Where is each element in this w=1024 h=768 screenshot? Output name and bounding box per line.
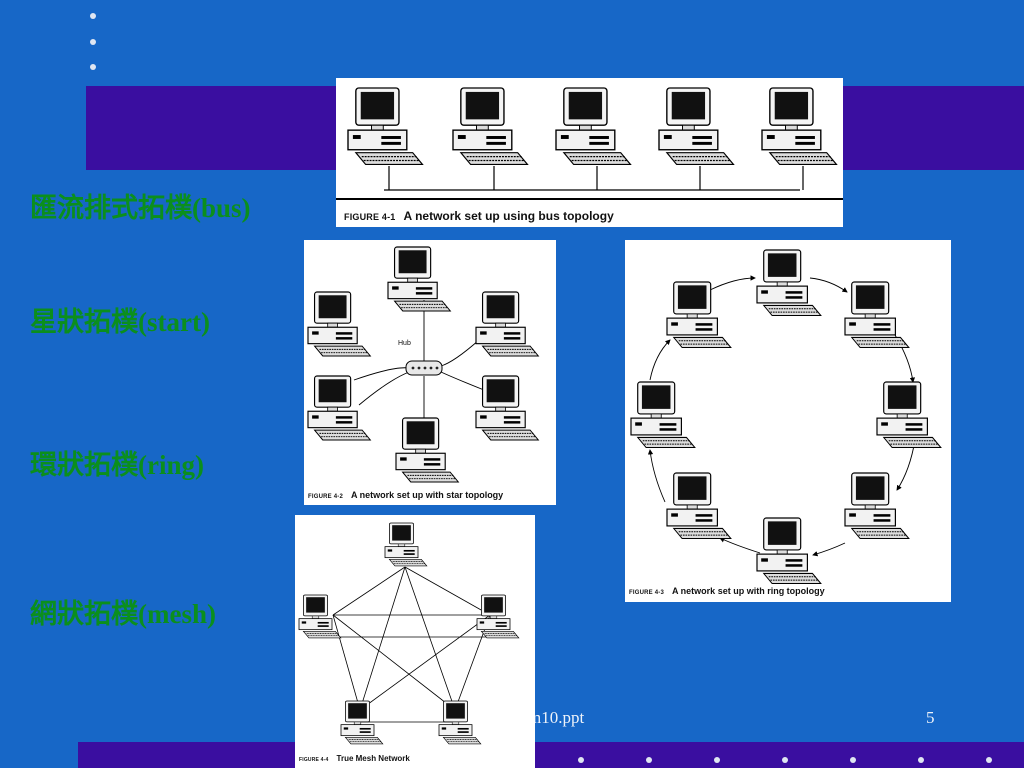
computer-icon <box>876 381 942 449</box>
computer-icon <box>438 700 482 745</box>
bullet-dot <box>850 757 856 763</box>
bus-figure-number: FIGURE 4-1 <box>344 212 396 222</box>
computer-icon <box>666 472 732 540</box>
computer-icon <box>307 375 372 441</box>
bullet-dot <box>782 757 788 763</box>
computer-icon <box>756 249 822 317</box>
computer-icon <box>476 594 520 639</box>
footer-band <box>78 742 1024 768</box>
label-star: 星狀拓樸(start) <box>30 307 210 337</box>
label-ring: 環狀拓樸(ring) <box>30 450 204 480</box>
computer-icon <box>666 281 732 349</box>
computer-icon <box>395 417 460 483</box>
mesh-topology-figure: FIGURE 4-4 True Mesh Network <box>295 515 535 768</box>
hub-label: Hub <box>398 340 411 347</box>
ring-caption: FIGURE 4-3 A network set up with ring top… <box>629 586 825 596</box>
bullet-dot <box>918 757 924 763</box>
mesh-caption: FIGURE 4-4 True Mesh Network <box>299 754 410 763</box>
ring-diagram <box>630 249 942 585</box>
mesh-figure-number: FIGURE 4-4 <box>299 757 329 763</box>
bullet-dot <box>90 64 96 70</box>
computer-icon <box>630 381 696 449</box>
computer-icon <box>452 87 529 166</box>
bus-diagram <box>336 87 843 200</box>
bullet-dot <box>986 757 992 763</box>
computer-icon <box>387 246 452 312</box>
label-bus: 匯流排式拓樸(bus) <box>30 193 251 223</box>
computer-icon <box>658 87 735 166</box>
label-mesh: 網狀拓樸(mesh) <box>30 599 216 629</box>
bullet-dot <box>90 13 96 19</box>
bus-caption: FIGURE 4-1 A network set up using bus top… <box>344 209 614 223</box>
bullet-dot <box>646 757 652 763</box>
ring-topology-figure: FIGURE 4-3 A network set up with ring top… <box>625 240 951 602</box>
star-caption: FIGURE 4-2 A network set up with star top… <box>308 490 503 500</box>
star-topology-figure: Hub FIGURE 4-2 A network set up with star… <box>304 240 556 505</box>
computer-icon <box>844 281 910 349</box>
star-figure-number: FIGURE 4-2 <box>308 494 344 500</box>
star-diagram <box>307 246 540 483</box>
ring-figure-number: FIGURE 4-3 <box>629 590 665 596</box>
computer-icon <box>844 472 910 540</box>
bus-figure-title: A network set up using bus topology <box>403 209 614 223</box>
computer-icon <box>555 87 632 166</box>
computer-icon <box>347 87 424 166</box>
ring-figure-title: A network set up with ring topology <box>672 586 825 596</box>
bullet-dot <box>714 757 720 763</box>
bullet-dot <box>90 39 96 45</box>
computer-icon <box>307 291 372 357</box>
computer-icon <box>384 522 428 567</box>
page-number: 5 <box>926 708 935 727</box>
footer-filename: m10.ppt <box>528 708 585 727</box>
star-figure-title: A network set up with star topology <box>351 490 504 500</box>
bullet-dot <box>578 757 584 763</box>
computer-icon <box>475 291 540 357</box>
mesh-figure-title: True Mesh Network <box>336 754 410 763</box>
computer-icon <box>298 594 342 639</box>
computer-icon <box>475 375 540 441</box>
bus-topology-figure: FIGURE 4-1 A network set up using bus top… <box>336 78 843 227</box>
mesh-diagram <box>298 522 520 745</box>
computer-icon <box>761 87 838 166</box>
computer-icon <box>756 517 822 585</box>
computer-icon <box>340 700 384 745</box>
